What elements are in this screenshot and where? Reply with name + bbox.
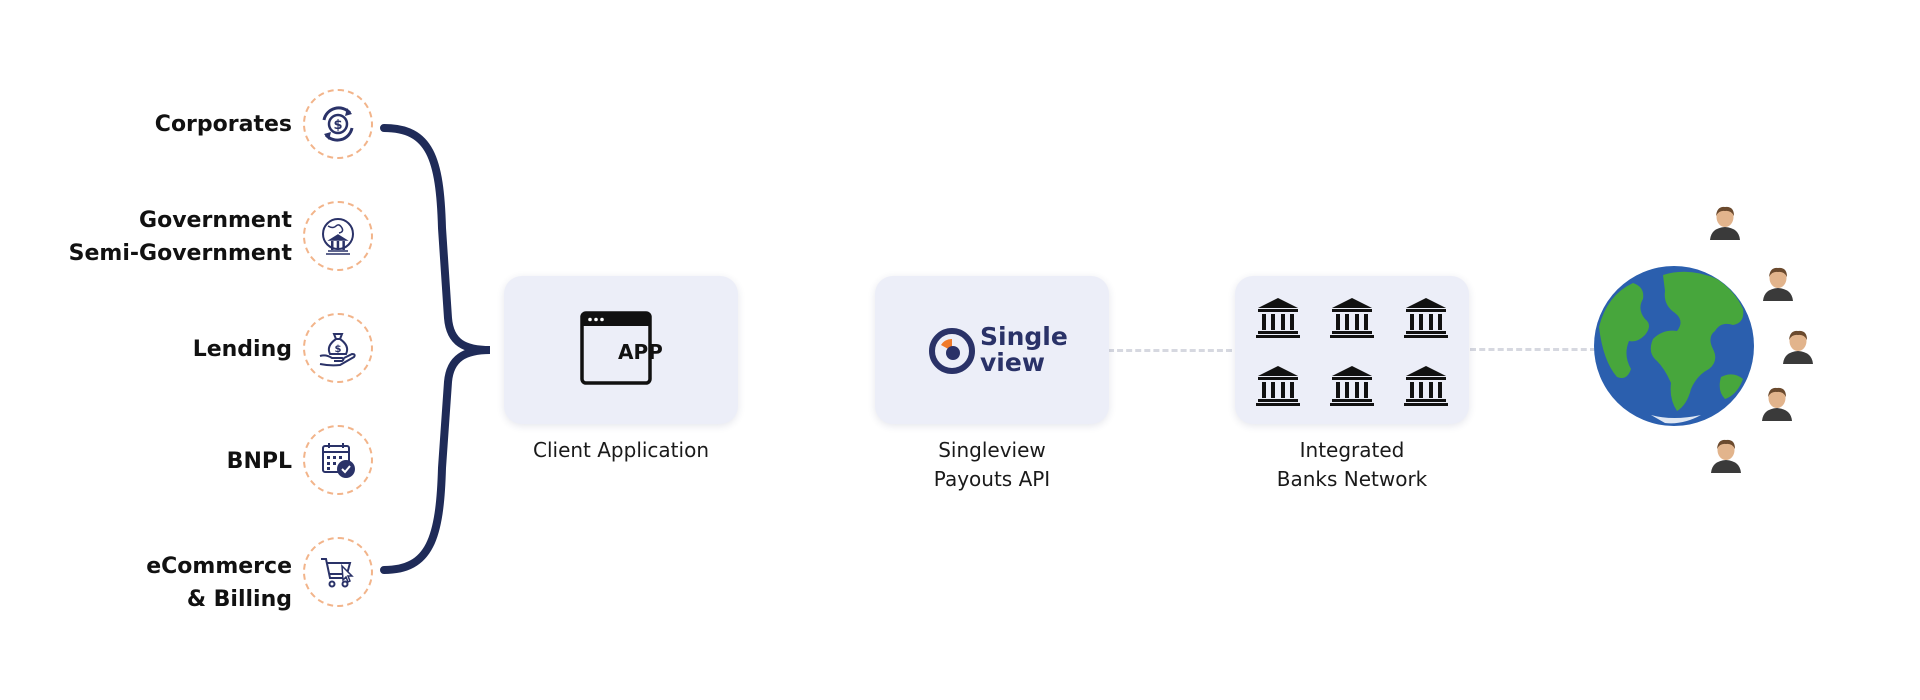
government-globe-icon bbox=[303, 201, 373, 271]
hand-money-bag-icon: $ bbox=[303, 313, 373, 383]
app-label: APP bbox=[618, 340, 663, 364]
bank-icon bbox=[1330, 366, 1374, 406]
grouping-brace bbox=[380, 124, 491, 574]
segment-label-government: Government Semi-Government bbox=[68, 208, 292, 266]
connector-singleview-banks bbox=[1108, 349, 1232, 352]
svg-text:$: $ bbox=[335, 344, 342, 355]
singleview-box: Single view bbox=[875, 276, 1109, 424]
banks-network-box bbox=[1235, 276, 1469, 424]
globe-icon bbox=[1594, 266, 1754, 426]
bank-icon bbox=[1404, 298, 1448, 338]
bank-icon bbox=[1256, 366, 1300, 406]
client-application-box: APP bbox=[504, 276, 738, 424]
person-icon bbox=[1762, 387, 1792, 421]
person-icon bbox=[1783, 330, 1813, 364]
connector-banks-globe bbox=[1470, 348, 1596, 351]
segment-label-lending: Lending bbox=[192, 337, 292, 362]
bank-icon bbox=[1330, 298, 1374, 338]
person-icon bbox=[1711, 439, 1741, 473]
singleview-logo-icon bbox=[929, 328, 975, 374]
segment-label-bnpl: BNPL bbox=[226, 449, 292, 474]
segment-label-corporates: Corporates bbox=[154, 112, 292, 137]
bank-icon bbox=[1404, 366, 1448, 406]
person-icon bbox=[1763, 267, 1793, 301]
segment-label-ecommerce: eCommerce & Billing bbox=[146, 554, 292, 612]
shopping-cart-icon bbox=[303, 537, 373, 607]
svg-text:$: $ bbox=[333, 118, 342, 133]
client-application-caption: Client Application bbox=[532, 438, 709, 462]
app-window-icon bbox=[580, 311, 652, 385]
singleview-caption: Singleview Payouts API bbox=[933, 438, 1051, 491]
banks-network-caption: Integrated Banks Network bbox=[1276, 438, 1428, 491]
dollar-exchange-icon: $ bbox=[303, 89, 373, 159]
singleview-wordmark: Single view bbox=[980, 322, 1068, 377]
calendar-check-icon bbox=[303, 425, 373, 495]
banks-grid bbox=[1256, 298, 1448, 406]
bank-icon bbox=[1256, 298, 1300, 338]
person-icon bbox=[1710, 206, 1740, 240]
